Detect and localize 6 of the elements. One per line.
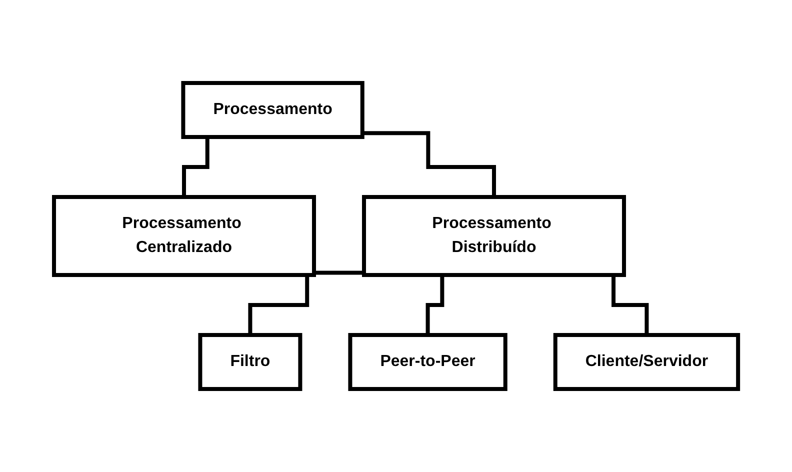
node-box: Filtro	[198, 333, 302, 391]
node-box: Peer-to-Peer	[348, 333, 508, 391]
node-box: Processamento Distribuído	[362, 195, 626, 277]
node-box: Processamento Centralizado	[52, 195, 316, 277]
node-box: Cliente/Servidor	[553, 333, 740, 391]
node-box: Processamento	[181, 81, 364, 139]
